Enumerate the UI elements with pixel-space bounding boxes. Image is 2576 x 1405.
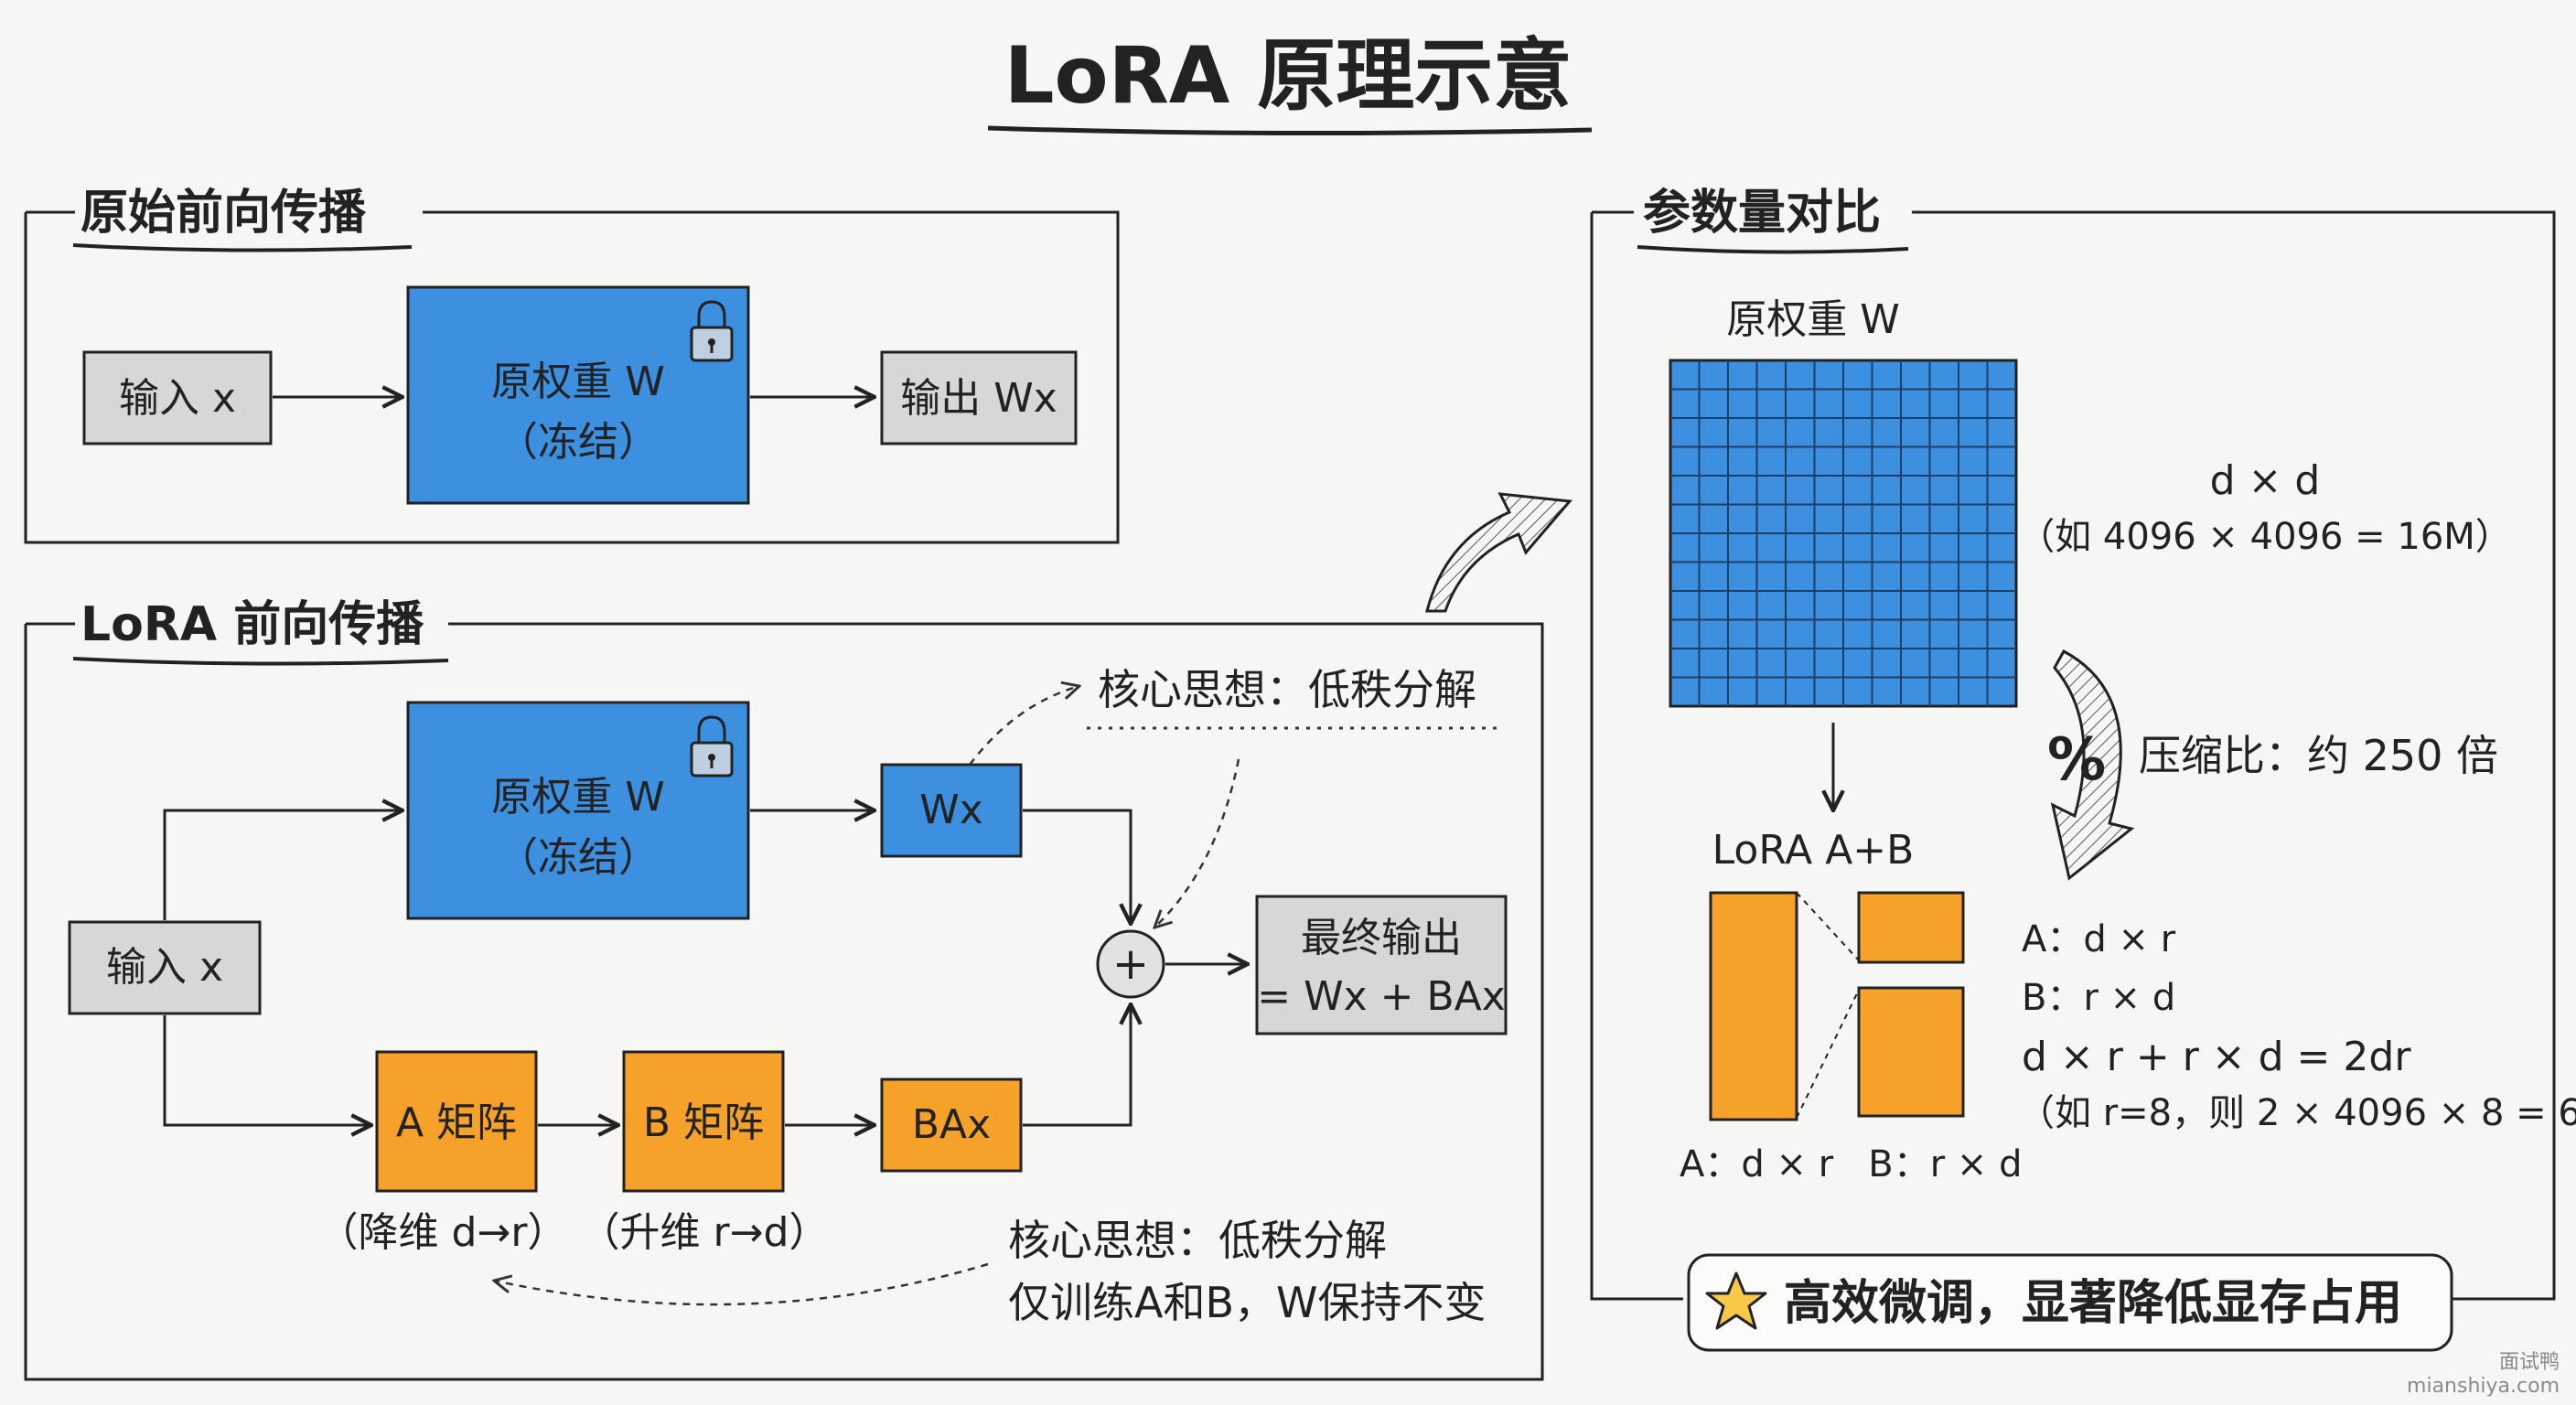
- lora-ab-label: LoRA A+B: [1712, 827, 1915, 874]
- dashed-arrow-to-core-idea: [969, 686, 1079, 766]
- dash-link-1: [1796, 892, 1860, 961]
- arrow-bax-to-plus: [1023, 1004, 1131, 1127]
- params-heading: 参数量对比: [1643, 186, 1881, 241]
- compression-label: 压缩比：约 250 倍: [2139, 731, 2498, 780]
- lora-forward-panel: LoRA 前向传播 输入 x 原权重 W （冻结） Wx A 矩阵 （降维 d→…: [24, 597, 1544, 1381]
- params-panel: 参数量对比 原权重 W d × d （如 4096 × 4096 = 16M） …: [1590, 186, 2576, 1352]
- banner-text: 高效微调，显著降低显存占用: [1784, 1276, 2402, 1331]
- b-dim: B：r × d: [2022, 977, 2175, 1019]
- weight-w-label: 原权重 W: [491, 359, 665, 405]
- final-output-formula: = Wx + BAx: [1257, 973, 1506, 1020]
- lock-icon: [690, 300, 734, 362]
- a-matrix-bar: [1709, 891, 1798, 1121]
- compression-arrow: [2050, 649, 2135, 881]
- sum-formula: d × r + r × d = 2dr: [2022, 1034, 2411, 1080]
- lora-input-x-box: [68, 920, 262, 1015]
- wx-box: [880, 763, 1023, 858]
- banner-box: [1687, 1253, 2453, 1352]
- bax-box: [880, 1078, 1023, 1173]
- curved-arrow-to-params: [1425, 492, 1572, 613]
- core-idea-top: 核心思想：低秩分解: [1098, 665, 1476, 714]
- b-matrix-bar-bottom: [1857, 986, 1965, 1118]
- core-idea-bottom-1: 核心思想：低秩分解: [1008, 1216, 1387, 1265]
- core-idea-bottom-2: 仅训练A和B，W保持不变: [1008, 1278, 1487, 1327]
- b-matrix-bar-top: [1857, 891, 1965, 964]
- arrow-input-to-a: [163, 1015, 371, 1125]
- watermark-line2: mianshiya.com: [2407, 1375, 2560, 1398]
- a-matrix-box: [375, 1050, 538, 1193]
- plus-sign: +: [1112, 938, 1149, 990]
- sum-node: [1096, 929, 1165, 999]
- output-wx-label: 输出 Wx: [900, 375, 1057, 422]
- percent-icon: %: [2047, 726, 2106, 794]
- input-x-label: 输入 x: [119, 375, 236, 422]
- page-title: LoRA 原理示意: [1004, 30, 1572, 122]
- lora-weight-w-box: [406, 701, 750, 920]
- lora-input-x-label: 输入 x: [106, 944, 223, 991]
- original-forward-panel: 原始前向传播 输入 x 原权重 W （冻结） 输出 Wx: [24, 186, 1120, 544]
- final-output-box: [1255, 895, 1508, 1035]
- weight-w-box: [406, 285, 750, 505]
- b-matrix-caption: （升维 r→d）: [580, 1209, 830, 1256]
- output-wx-box: [880, 350, 1078, 445]
- a-matrix-caption: （降维 d→r）: [318, 1209, 568, 1256]
- input-x-box: [82, 350, 273, 445]
- dash-link-2: [1796, 989, 1860, 1119]
- final-output-label: 最终输出: [1301, 915, 1462, 961]
- lora-weight-w-sub: （冻结）: [498, 834, 659, 881]
- lora-forward-heading: LoRA 前向传播: [80, 597, 424, 652]
- dashed-arrow-to-plus: [1154, 758, 1240, 928]
- title-underline: [987, 125, 1593, 136]
- star-icon: [1705, 1271, 1767, 1330]
- ab-under-labels: A：d × r B：r × d: [1680, 1143, 2023, 1185]
- original-forward-heading: 原始前向传播: [80, 186, 367, 241]
- b-matrix-box: [622, 1050, 785, 1193]
- lock-icon: [690, 715, 734, 778]
- arrow-input-to-weight-lora: [163, 810, 402, 920]
- a-matrix-label: A 矩阵: [396, 1099, 517, 1146]
- dashed-arrow-to-ab: [494, 1262, 989, 1306]
- bax-label: BAx: [912, 1101, 991, 1148]
- weight-w-sub: （冻结）: [498, 419, 659, 466]
- dxd-label: d × d: [2210, 457, 2321, 504]
- orig-weight-label: 原权重 W: [1726, 296, 1900, 343]
- a-dim: A：d × r: [2022, 918, 2176, 960]
- sum-example: （如 r=8，则 2 × 4096 × 8 = 65K）: [2018, 1092, 2576, 1134]
- dxd-example: （如 4096 × 4096 = 16M）: [2018, 516, 2512, 558]
- watermark-line1: 面试鸭: [2499, 1351, 2560, 1374]
- arrow-wx-to-plus: [1023, 809, 1131, 924]
- lora-weight-w-label: 原权重 W: [491, 774, 665, 820]
- wx-label: Wx: [919, 787, 983, 833]
- weight-grid: [1669, 359, 2018, 708]
- b-matrix-label: B 矩阵: [643, 1099, 764, 1146]
